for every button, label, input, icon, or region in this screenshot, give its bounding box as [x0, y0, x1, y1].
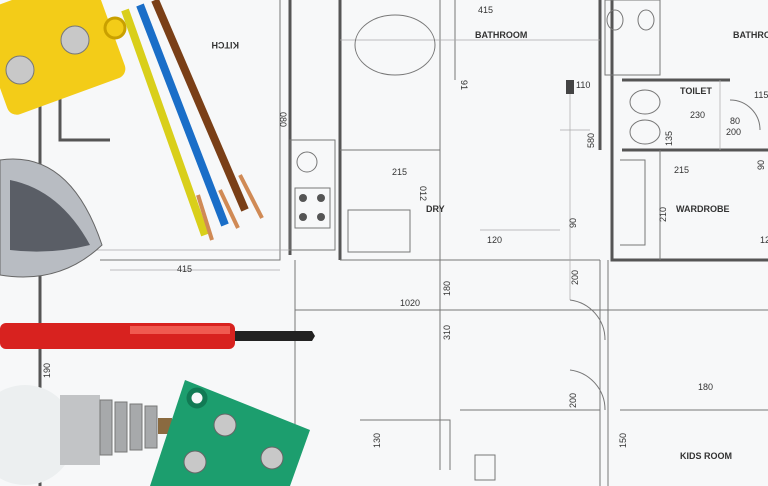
- screwdriver: [0, 323, 315, 349]
- terminal-block-green: [150, 380, 310, 486]
- pliers: [0, 158, 103, 278]
- dim: 90: [756, 160, 766, 170]
- dimension-labels: 415 415 110 115 230 80 200 135 580 215 2…: [42, 5, 768, 448]
- dim: 120: [487, 235, 502, 245]
- dim: 230: [690, 110, 705, 120]
- room-labels: KITCH BATHROOM BATHRO TOILET WARDROBE KI…: [212, 30, 768, 461]
- dim: 580: [586, 133, 596, 148]
- label-toilet: TOILET: [680, 86, 712, 96]
- label-bathroom-2: BATHRO: [733, 30, 768, 40]
- label-dry: DRY: [426, 204, 445, 214]
- dim: 1020: [400, 298, 420, 308]
- dim: 180: [698, 382, 713, 392]
- dim: 110: [576, 80, 590, 90]
- wires: [121, 0, 264, 241]
- dim: 130: [372, 433, 382, 448]
- label-kids-room: KIDS ROOM: [680, 451, 732, 461]
- dim: 215: [392, 167, 407, 177]
- dim: 200: [570, 270, 580, 285]
- dim: 91: [459, 80, 469, 90]
- label-bathroom: BATHROOM: [475, 30, 527, 40]
- dim: 080: [278, 112, 288, 127]
- dim: 115: [754, 90, 768, 100]
- dim: 135: [664, 131, 674, 146]
- dim: 415: [478, 5, 493, 15]
- label-wardrobe: WARDROBE: [676, 204, 730, 214]
- dim: 180: [442, 281, 452, 296]
- label-kitchen: KITCH: [212, 40, 240, 50]
- dim: 200: [568, 393, 578, 408]
- dim: 200: [726, 127, 741, 137]
- dim: 80: [730, 116, 740, 126]
- dim: 415: [177, 264, 192, 274]
- terminal-block-yellow: [0, 0, 127, 115]
- dim: 12: [760, 235, 768, 245]
- dim: 90: [568, 218, 578, 228]
- dim: 150: [618, 433, 628, 448]
- dim: 310: [442, 325, 452, 340]
- dim: 190: [42, 363, 52, 378]
- fixtures: [289, 0, 761, 481]
- dim: 215: [674, 165, 689, 175]
- dim: 210: [658, 207, 668, 222]
- light-bulb: [0, 385, 172, 485]
- dim: 012: [418, 186, 428, 201]
